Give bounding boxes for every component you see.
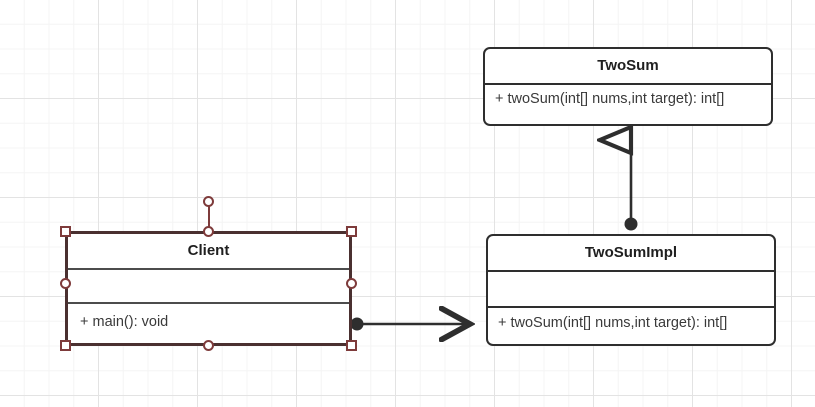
class-attributes-client <box>68 270 349 302</box>
class-attributes-twosumimpl <box>488 272 774 306</box>
class-separator <box>68 268 349 271</box>
class-name-twosumimpl: TwoSumImpl <box>584 244 678 261</box>
class-separator <box>488 306 774 309</box>
class-name-twosum: TwoSum <box>597 57 659 74</box>
handle-top-center[interactable] <box>203 226 214 237</box>
handle-top-right[interactable] <box>346 226 357 237</box>
class-box-twosumimpl[interactable]: TwoSumImpl + twoSum(int[] nums,int targe… <box>486 234 776 346</box>
class-methods-client: + main(): void <box>80 314 169 331</box>
class-methods-twosumimpl: + twoSum(int[] nums,int target): int[] <box>498 315 728 332</box>
handle-bottom-left[interactable] <box>60 340 71 351</box>
class-box-client[interactable]: Client + main(): void <box>65 231 352 346</box>
class-name-client: Client <box>187 242 230 259</box>
handle-middle-right[interactable] <box>346 278 357 289</box>
rotate-handle-stem <box>208 206 210 228</box>
class-separator <box>488 270 774 273</box>
class-separator <box>68 302 349 305</box>
relationship-realization[interactable] <box>625 140 638 231</box>
handle-bottom-right[interactable] <box>346 340 357 351</box>
handle-bottom-center[interactable] <box>203 340 214 351</box>
realization-source-dot <box>624 217 638 231</box>
handle-rotate[interactable] <box>203 196 214 207</box>
class-box-twosum[interactable]: TwoSum + twoSum(int[] nums,int target): … <box>483 47 773 126</box>
dependency-source-dot <box>350 317 364 331</box>
class-separator <box>485 83 771 86</box>
relationship-dependency[interactable] <box>350 317 471 331</box>
handle-middle-left[interactable] <box>60 278 71 289</box>
class-methods-twosum: + twoSum(int[] nums,int target): int[] <box>495 91 725 108</box>
handle-top-left[interactable] <box>60 226 71 237</box>
